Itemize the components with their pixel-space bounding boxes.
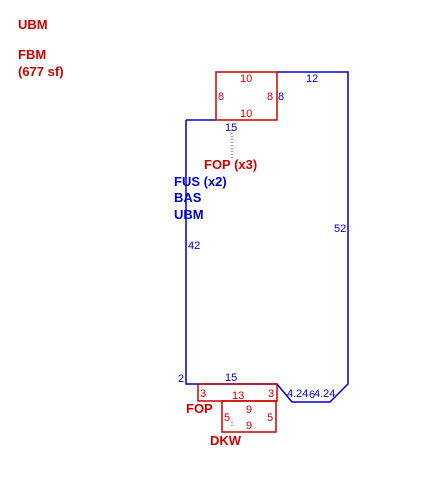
label-fus-x2: FUS (x2)	[174, 174, 227, 189]
dim-top-box-left: 8	[218, 91, 224, 103]
label-fop-bottom: FOP	[186, 401, 213, 416]
fop-top-box	[215, 71, 278, 121]
label-ubm-top: UBM	[18, 17, 48, 32]
dim-top-box-bottom: 10	[240, 108, 252, 120]
dim-main-top-left: 15	[225, 122, 237, 134]
dim-chamfer-b: 4.24	[314, 388, 335, 400]
dim-main-right-side: 8	[278, 91, 284, 103]
dim-main-top-right: 12	[306, 73, 318, 85]
dim-main-bottom: 15	[225, 372, 237, 384]
label-fbm: FBM	[18, 47, 46, 62]
dim-main-right: 52	[334, 223, 346, 235]
label-fop-x3: FOP (x3)	[204, 157, 257, 172]
dim-top-box-top: 10	[240, 73, 252, 85]
dim-chamfer-sep: 6	[309, 389, 315, 401]
label-bas: BAS	[174, 190, 202, 205]
dim-dkw-bottom: 9	[246, 420, 252, 432]
main-building-outline	[185, 71, 349, 403]
dim-fop-bottom: 13	[232, 390, 244, 402]
dim-fop-right: 3	[268, 388, 274, 400]
dim-fop-left: 3	[200, 388, 206, 400]
label-dkw: DKW	[210, 433, 242, 448]
dim-main-bottom-left: 2	[178, 373, 184, 385]
dim-main-left: 42	[188, 240, 200, 252]
dim-dkw-right: 5	[267, 412, 273, 424]
dkw-box	[221, 400, 277, 433]
label-ubm: UBM	[174, 207, 204, 222]
dim-top-box-right: 8	[267, 91, 273, 103]
dim-chamfer-a: 4.24	[287, 388, 308, 400]
dim-dkw-top: 9	[246, 404, 252, 416]
label-fbm-area: (677 sf)	[18, 64, 64, 79]
dim-dkw-left: 5	[224, 412, 230, 424]
